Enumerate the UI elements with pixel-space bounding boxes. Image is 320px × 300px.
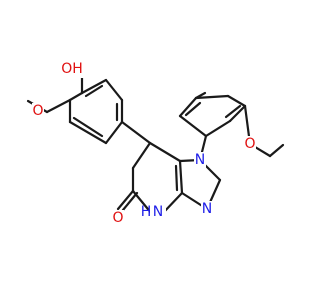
methoxy-oxygen-left-label: O <box>32 103 43 119</box>
carbonyl-oxygen-label: O <box>112 210 123 226</box>
structure-diagram: OH O O O N N N H <box>26 60 285 226</box>
atom-labels: OH O O O N N N H <box>32 60 256 226</box>
lactam-nitrogen-label: N <box>153 204 163 220</box>
imidazopyridinone-core <box>116 141 222 216</box>
lactam-hydrogen-label: H <box>141 204 152 220</box>
hydroxyl-oxygen-label: OH <box>61 61 83 77</box>
imidazole-n1-label: N <box>195 152 205 168</box>
methoxyphenyl-ring <box>178 91 285 162</box>
methoxy-oxygen-right-label: O <box>244 136 255 152</box>
imidazole-n3-label: N <box>202 201 212 217</box>
hydroxymethoxyphenyl-ring <box>26 71 152 145</box>
